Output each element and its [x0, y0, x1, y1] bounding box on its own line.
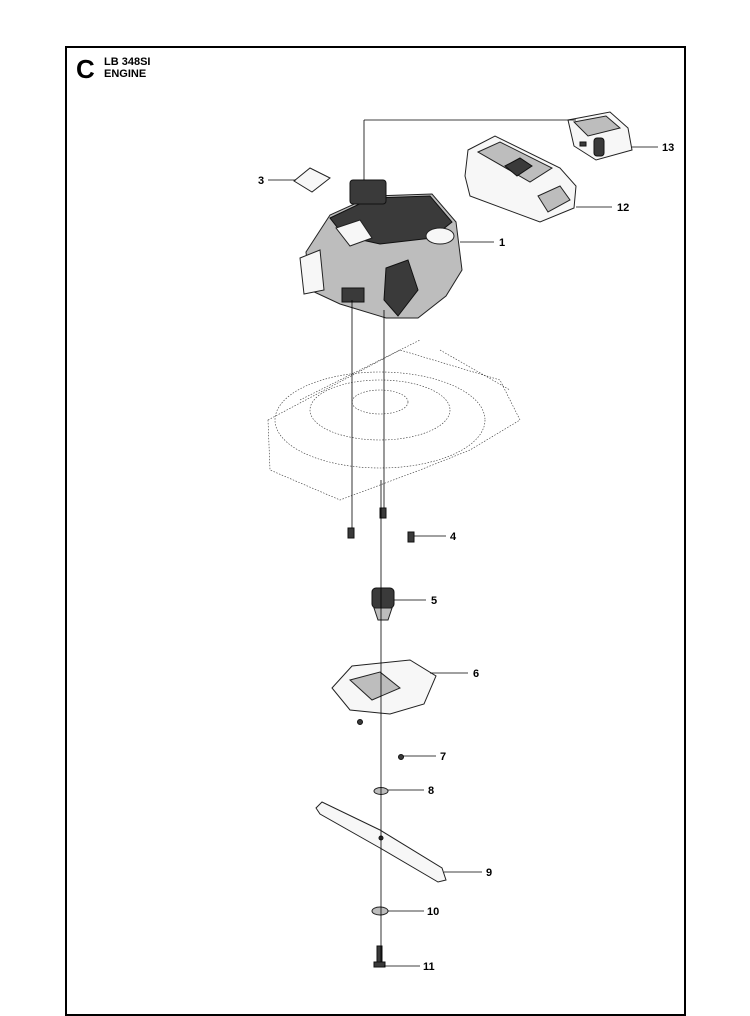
callout-12: 12	[617, 202, 629, 214]
section-letter: C	[76, 54, 95, 84]
callout-10: 10	[427, 906, 439, 918]
engine-part	[299, 179, 463, 319]
callout-5: 5	[431, 595, 437, 607]
mower-deck	[267, 339, 521, 501]
callout-9: 9	[486, 867, 492, 879]
callout-3: 3	[258, 175, 264, 187]
battery-part	[567, 111, 633, 161]
fan-plate-part	[331, 659, 437, 715]
callout-11: 11	[423, 961, 435, 973]
bolt-part	[373, 945, 386, 968]
model-name: LB 348SI	[104, 56, 151, 68]
screw-part-7-b	[357, 719, 363, 725]
label-sticker-part	[293, 167, 331, 193]
callout-8: 8	[428, 785, 434, 797]
screw-part-7	[398, 754, 404, 760]
callout-6: 6	[473, 668, 479, 680]
screw-part-4	[347, 507, 415, 543]
callout-7: 7	[440, 751, 446, 763]
washer-part-10	[371, 906, 389, 916]
charger-part	[464, 135, 577, 223]
section-name: ENGINE	[104, 68, 147, 80]
blade-adapter-part	[371, 587, 395, 621]
callout-13: 13	[662, 142, 674, 154]
callout-1: 1	[499, 237, 505, 249]
callout-4: 4	[450, 531, 457, 543]
